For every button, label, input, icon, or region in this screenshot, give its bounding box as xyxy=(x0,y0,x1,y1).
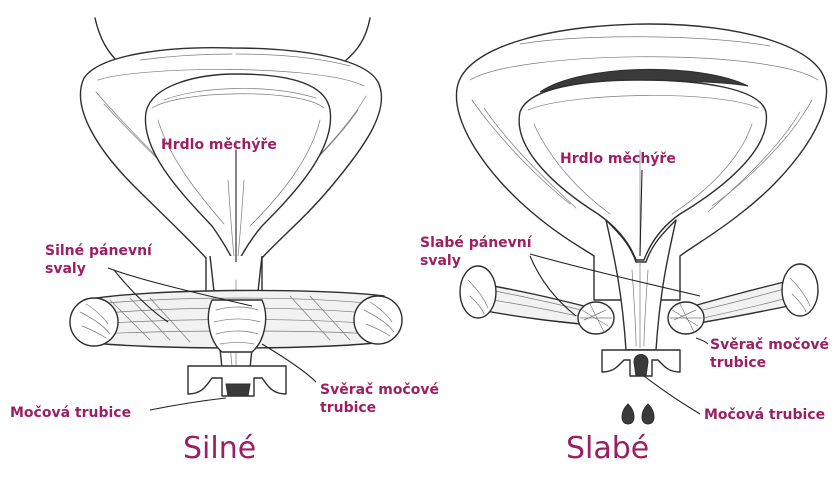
strong-bladder-neck-label: Hrdlo měchýře xyxy=(161,136,277,154)
strong-bone-right xyxy=(354,296,402,344)
strong-bladder-cavity xyxy=(145,74,330,266)
urine-drop-left xyxy=(622,404,634,424)
weak-urethra-label: Močová trubice xyxy=(704,406,825,424)
urine-drop-right xyxy=(642,404,654,424)
strong-sphincter-label: Svěrač močové trubice xyxy=(320,381,439,417)
strong-urethra-label: Močová trubice xyxy=(10,404,131,422)
strong-pelvic-muscles-label: Silné pánevní svaly xyxy=(45,242,152,278)
weak-sphincter-label-line1: Svěrač močové xyxy=(710,336,829,354)
weak-pelvic-muscles-label-line2: svaly xyxy=(420,252,532,270)
weak-pelvic-muscles-label-line1: Slabé pánevní xyxy=(420,234,532,252)
strong-sphincter-label-line2: trubice xyxy=(320,399,439,417)
weak-sphincter-label: Svěrač močové trubice xyxy=(710,336,829,372)
strong-caption: Silné xyxy=(183,432,256,466)
strong-bone-left xyxy=(70,298,118,346)
strong-pelvic-muscles-label-line2: svaly xyxy=(45,260,152,278)
strong-sphincter-label-line1: Svěrač močové xyxy=(320,381,439,399)
weak-bone-right xyxy=(782,264,818,316)
strong-sphincter xyxy=(208,300,265,352)
weak-bladder-neck-label: Hrdlo měchýře xyxy=(560,150,676,168)
weak-caption: Slabé xyxy=(566,432,649,466)
weak-bladder-cavity xyxy=(519,80,766,260)
strong-pelvic-muscles-label-line1: Silné pánevní xyxy=(45,242,152,260)
weak-pelvic-muscles-label: Slabé pánevní svaly xyxy=(420,234,532,270)
weak-sphincter-label-line2: trubice xyxy=(710,354,829,372)
weak-bone-left xyxy=(460,266,496,318)
